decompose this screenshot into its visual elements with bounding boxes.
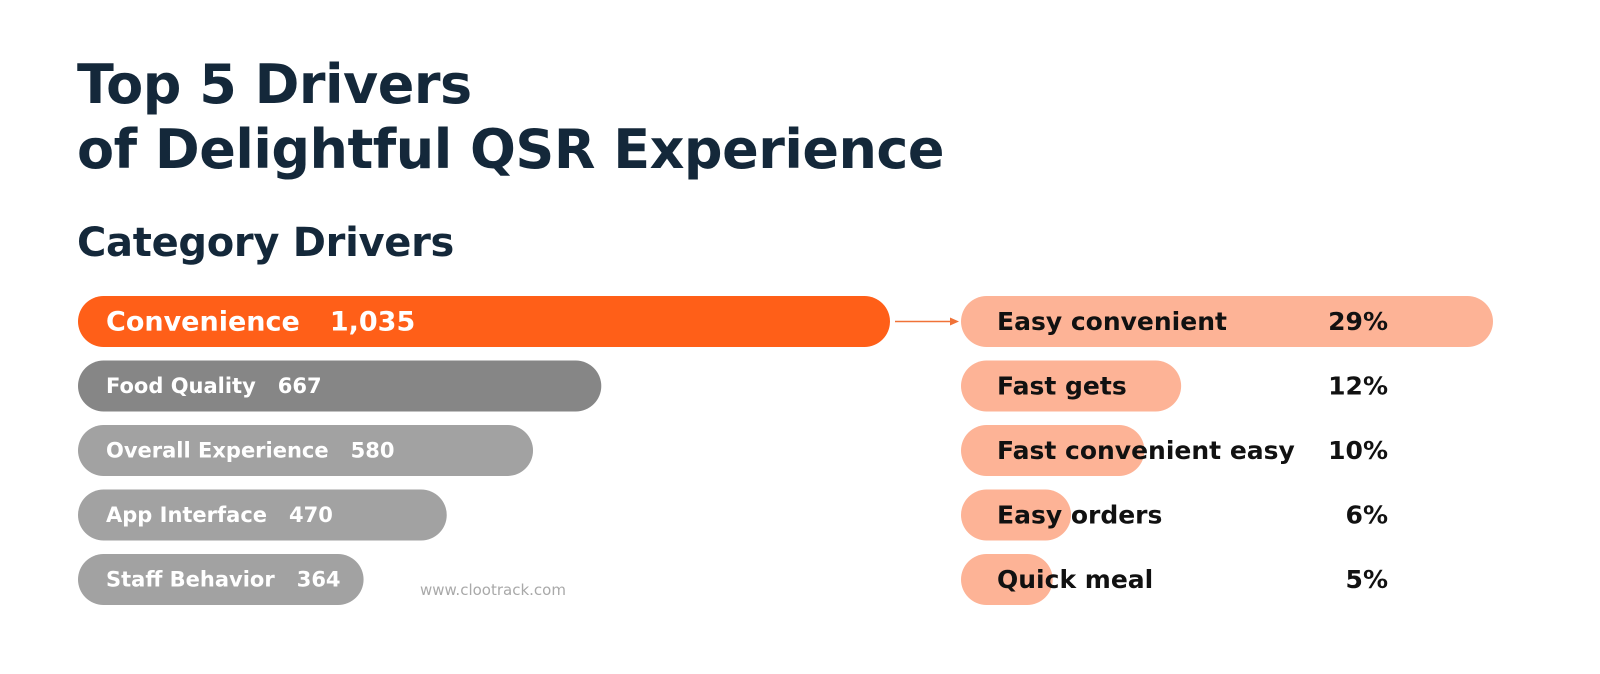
driver-bar-fast-convenient-easy xyxy=(961,425,1145,476)
driver-label: Quick meal xyxy=(997,565,1153,594)
category-name: Staff Behavior xyxy=(106,568,275,592)
category-bar-convenience xyxy=(78,296,890,347)
category-value-label: 364 xyxy=(297,568,341,592)
category-value-label: 667 xyxy=(278,374,322,398)
watermark: www.clootrack.com xyxy=(420,581,566,599)
category-bar-overall-experience xyxy=(78,425,534,476)
category-label: Overall Experience 580 xyxy=(106,439,394,463)
category-name: Food Quality xyxy=(106,374,256,398)
category-label: Food Quality 667 xyxy=(106,374,322,398)
driver-label: Fast gets xyxy=(997,372,1127,401)
driver-label: Easy orders xyxy=(997,501,1162,530)
chart-title-line-2: of Delightful QSR Experience xyxy=(77,118,945,181)
category-value-label: 470 xyxy=(289,503,333,527)
driver-value-label: 6% xyxy=(1346,501,1388,530)
category-label: Convenience 1,035 xyxy=(106,306,415,337)
driver-bar-quick-meal xyxy=(961,554,1053,605)
driver-label: Fast convenient easy xyxy=(997,436,1295,465)
driver-bar-easy-orders xyxy=(961,489,1072,541)
driver-value-label: 5% xyxy=(1346,565,1388,594)
driver-bar-easy-convenient xyxy=(961,296,1493,347)
chart-subtitle: Category Drivers xyxy=(77,220,455,266)
category-name: App Interface xyxy=(106,503,267,527)
driver-value-label: 29% xyxy=(1328,307,1388,336)
chart-title: Top 5 Drivers of Delightful QSR Experien… xyxy=(77,52,945,182)
driver-value-label: 10% xyxy=(1328,436,1388,465)
connector-arrowhead xyxy=(950,317,959,326)
driver-label: Easy convenient xyxy=(997,307,1227,336)
chart-title-line-1: Top 5 Drivers xyxy=(77,53,472,116)
category-bar-staff-behavior xyxy=(78,554,364,605)
category-label: App Interface 470 xyxy=(106,503,333,527)
driver-bar-fast-gets xyxy=(961,360,1182,412)
category-label: Staff Behavior 364 xyxy=(106,568,341,592)
driver-value-label: 12% xyxy=(1328,372,1388,401)
category-value-label: 580 xyxy=(351,439,395,463)
category-name: Convenience xyxy=(106,306,300,337)
category-bar-app-interface xyxy=(78,489,447,541)
category-name: Overall Experience xyxy=(106,439,329,463)
category-value-label: 1,035 xyxy=(330,306,415,337)
category-bar-food-quality xyxy=(78,360,602,412)
